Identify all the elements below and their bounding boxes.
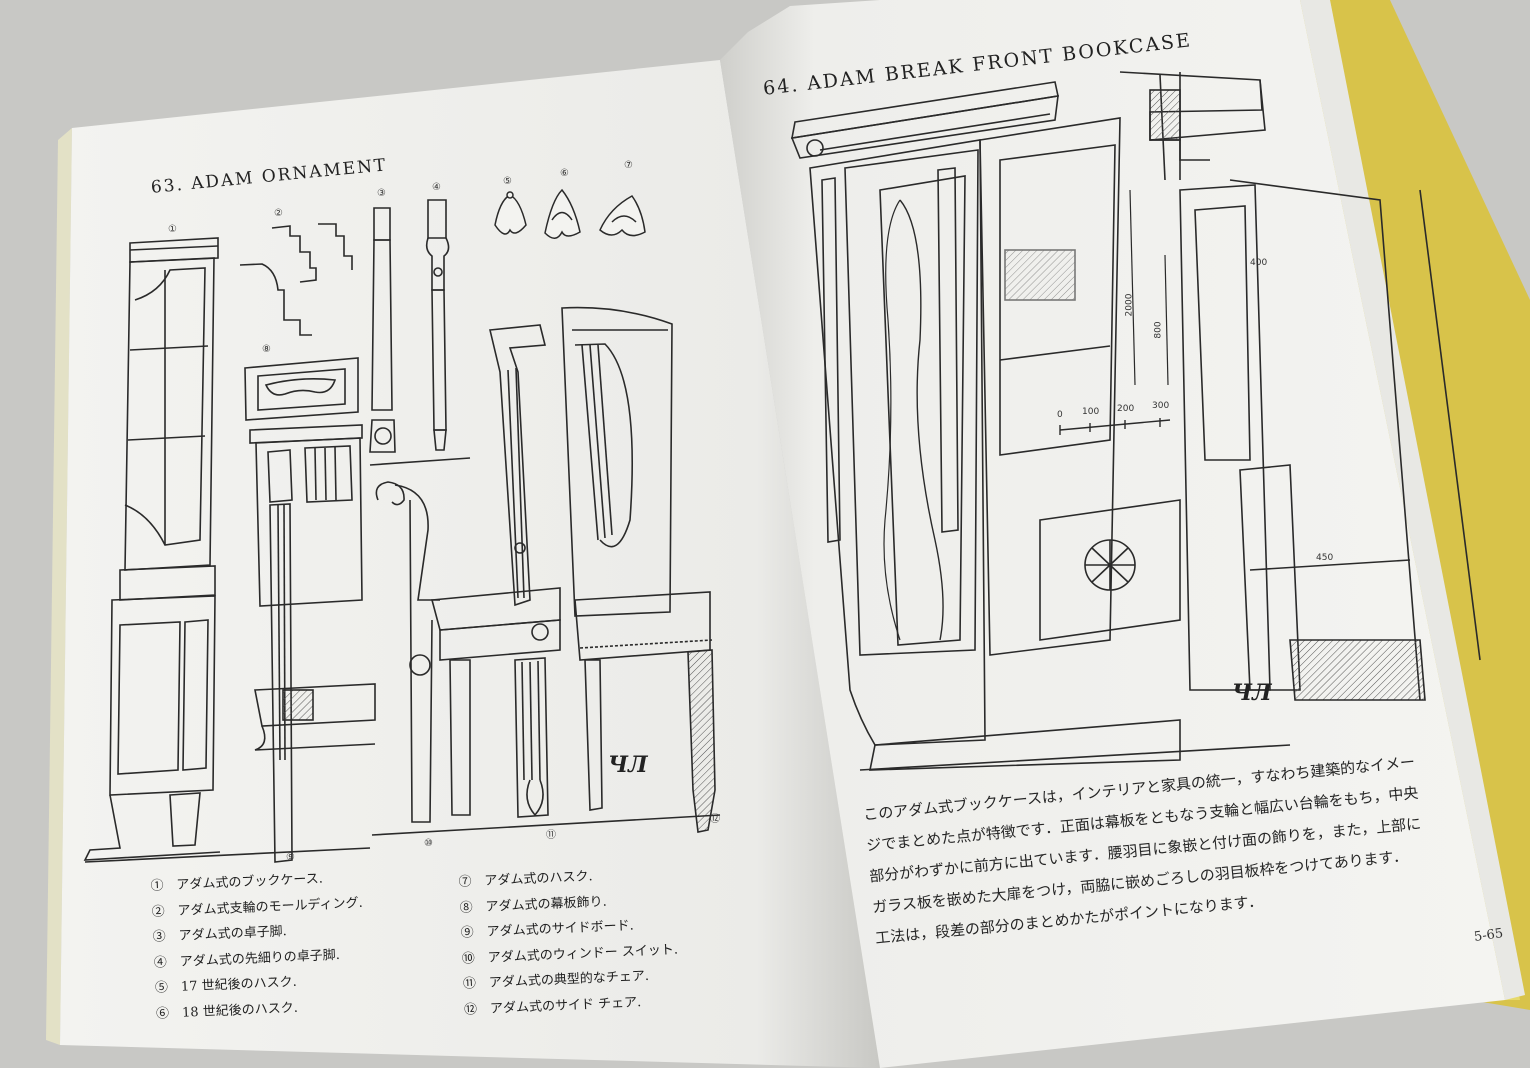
moulding-profiles-2 [239, 223, 353, 336]
caption-list-left: ① アダム式のブックケース. ② アダム式支輪のモールディング. ③ アダム式の… [150, 865, 368, 1028]
caption-list-right: ⑦ アダム式のハスク. ⑧ アダム式の幕板飾り. ⑨ アダム式のサイドボード. … [458, 861, 681, 1024]
scale-bar [1059, 418, 1171, 435]
table-legs-3-4 [369, 199, 471, 466]
side-chair-drawing-12 [561, 306, 716, 833]
left-baseline [371, 814, 721, 836]
right-monogram: ЧЛ [1232, 680, 1272, 706]
dimension-2000: 2000 [1124, 293, 1135, 317]
bookcase-drawing-64 [790, 81, 1291, 771]
fig-number-12: ⑫ [710, 814, 720, 825]
fig-number-1: ① [168, 224, 177, 235]
dimension-800: 800 [1153, 321, 1164, 339]
left-page [60, 60, 880, 1068]
husk-ornaments-5-7 [494, 188, 646, 239]
sideboard-drawing-9 [249, 424, 376, 863]
fig-number-4: ④ [432, 182, 441, 193]
fig-number-6: ⑥ [560, 168, 569, 179]
fig-number-7: ⑦ [624, 160, 633, 171]
scale-label-200: 200 [1117, 404, 1135, 414]
fig-number-8: ⑧ [262, 344, 271, 355]
dimension-400: 400 [1250, 258, 1268, 268]
fig-number-10: ⑩ [424, 838, 433, 849]
fig-number-9: ⑨ [286, 852, 295, 863]
fig-number-5: ⑤ [503, 176, 512, 187]
fig-number-3: ③ [377, 188, 386, 199]
fig-number-2: ② [274, 208, 283, 219]
fig-number-11: ⑪ [546, 830, 556, 841]
page-edges-left [46, 128, 72, 1045]
scale-label-100: 100 [1082, 407, 1100, 417]
section-drawing [1119, 71, 1481, 701]
bookcase-drawing-1 [83, 237, 221, 861]
frieze-panel-8 [244, 357, 359, 421]
left-monogram: ЧЛ [608, 752, 648, 778]
chair-drawing-11 [489, 324, 549, 818]
dimension-450: 450 [1316, 553, 1334, 563]
scale-label-0: 0 [1057, 410, 1063, 420]
scale-label-300: 300 [1152, 401, 1170, 411]
